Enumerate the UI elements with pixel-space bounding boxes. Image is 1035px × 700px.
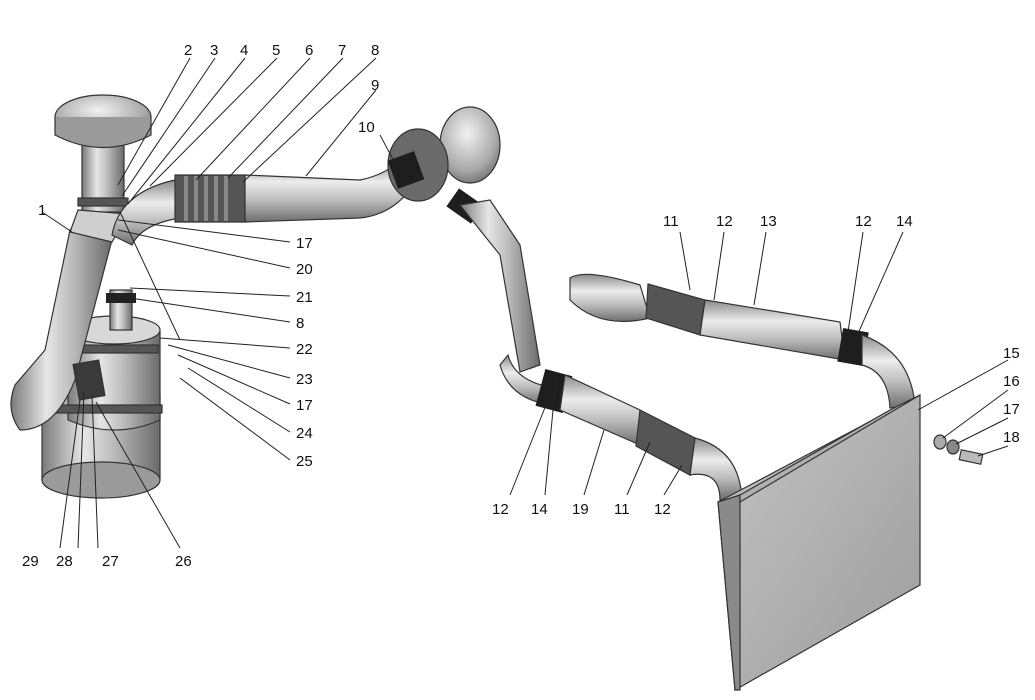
- callout-12: 12: [716, 213, 733, 230]
- callout-11: 11: [663, 213, 679, 230]
- callout-12: 12: [855, 213, 872, 230]
- callout-21: 21: [296, 289, 313, 306]
- callout-15: 15: [1003, 345, 1020, 362]
- turbocharger: [387, 106, 501, 224]
- descending-pipe: [458, 199, 556, 406]
- callout-8: 8: [371, 42, 379, 59]
- callout-17: 17: [296, 235, 313, 252]
- callout-16: 16: [1003, 373, 1020, 390]
- callout-19: 19: [572, 501, 589, 518]
- callout-24: 24: [296, 425, 313, 442]
- callout-26: 26: [175, 553, 192, 570]
- callout-12: 12: [654, 501, 671, 518]
- callout-10: 10: [358, 119, 375, 136]
- callout-27: 27: [102, 553, 119, 570]
- callout-6: 6: [305, 42, 313, 59]
- upper-right-pipe: [569, 273, 916, 409]
- callout-11: 11: [614, 501, 630, 518]
- callout-5: 5: [272, 42, 280, 59]
- callout-29: 29: [22, 553, 39, 570]
- corrugated-hose: [184, 176, 228, 221]
- upper-connector-pipe: [174, 158, 411, 223]
- callout-13: 13: [760, 213, 777, 230]
- callout-8: 8: [296, 315, 304, 332]
- lower-pipe: [535, 369, 743, 501]
- callout-22: 22: [296, 341, 313, 358]
- bolt-18: [958, 449, 984, 465]
- callout-20: 20: [296, 261, 313, 278]
- callout-9: 9: [371, 77, 379, 94]
- hardware-fasteners: [933, 434, 984, 465]
- callout-14: 14: [531, 501, 548, 518]
- callout-17: 17: [1003, 401, 1020, 418]
- callout-28: 28: [56, 553, 73, 570]
- callout-labels: 1 2 3 4 5 6 7 8 9 10 17 20 21 8 22 23 17…: [22, 42, 1020, 570]
- washer-16: [933, 434, 947, 450]
- callout-14: 14: [896, 213, 913, 230]
- callout-2: 2: [184, 42, 192, 59]
- callout-18: 18: [1003, 429, 1020, 446]
- filter-housing: [41, 289, 163, 499]
- intercooler: [717, 394, 921, 691]
- callout-3: 3: [210, 42, 218, 59]
- spring-washer-17: [946, 439, 960, 455]
- callout-12: 12: [492, 501, 509, 518]
- callout-17: 17: [296, 397, 313, 414]
- intake-stack: [54, 94, 152, 213]
- callout-23: 23: [296, 371, 313, 388]
- leader-lines: [41, 57, 1009, 549]
- callout-4: 4: [240, 42, 248, 59]
- callout-7: 7: [338, 42, 346, 59]
- callout-25: 25: [296, 453, 313, 470]
- air-filter-assembly: [10, 94, 181, 499]
- callout-1: 1: [38, 202, 46, 219]
